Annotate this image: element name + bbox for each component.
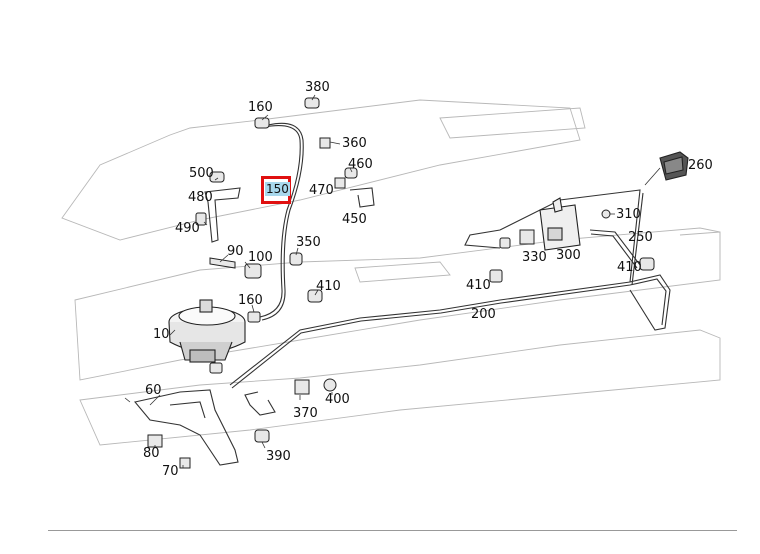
callout-250[interactable]: 250: [628, 230, 653, 245]
callout-500[interactable]: 500: [189, 166, 214, 181]
callout-160-lower[interactable]: 160: [238, 293, 263, 308]
vacuum-line-150: [261, 122, 304, 321]
callout-360[interactable]: 360: [342, 136, 367, 151]
callout-390[interactable]: 390: [266, 449, 291, 464]
callout-310[interactable]: 310: [616, 207, 641, 222]
callout-330[interactable]: 330: [522, 250, 547, 265]
callout-470[interactable]: 470: [309, 183, 334, 198]
callout-410-right[interactable]: 410: [617, 260, 642, 275]
callout-490[interactable]: 490: [175, 221, 200, 236]
callout-410-center[interactable]: 410: [466, 278, 491, 293]
callout-400[interactable]: 400: [325, 392, 350, 407]
bracket-450: [349, 187, 375, 208]
callout-60[interactable]: 60: [145, 383, 162, 398]
chassis-outline-middle: [74, 227, 721, 381]
callout-100[interactable]: 100: [248, 250, 273, 265]
callout-150-selected[interactable]: 150: [265, 182, 290, 196]
chassis-outline-lower: [79, 329, 721, 446]
callout-480[interactable]: 480: [188, 190, 213, 205]
callout-450[interactable]: 450: [342, 212, 367, 227]
callout-70[interactable]: 70: [162, 464, 179, 479]
chassis-outline-upper: [61, 99, 581, 241]
callout-370[interactable]: 370: [293, 406, 318, 421]
callout-350[interactable]: 350: [296, 235, 321, 250]
footer-divider: [48, 530, 737, 531]
valve-300: [539, 197, 581, 251]
callout-90[interactable]: 90: [227, 244, 244, 259]
callout-300[interactable]: 300: [556, 248, 581, 263]
callout-80[interactable]: 80: [143, 446, 160, 461]
callout-410-middle[interactable]: 410: [316, 279, 341, 294]
bracket-480: [204, 187, 241, 243]
line-200: [229, 274, 671, 386]
callout-460[interactable]: 460: [348, 157, 373, 172]
bracket-60: [133, 389, 239, 466]
valve-260: [659, 151, 689, 181]
vacuum-unit-10: [168, 299, 246, 363]
callout-380[interactable]: 380: [305, 80, 330, 95]
callout-260[interactable]: 260: [688, 158, 713, 173]
callout-200[interactable]: 200: [471, 307, 496, 322]
callout-160-upper[interactable]: 160: [248, 100, 273, 115]
callout-10[interactable]: 10: [153, 327, 170, 342]
